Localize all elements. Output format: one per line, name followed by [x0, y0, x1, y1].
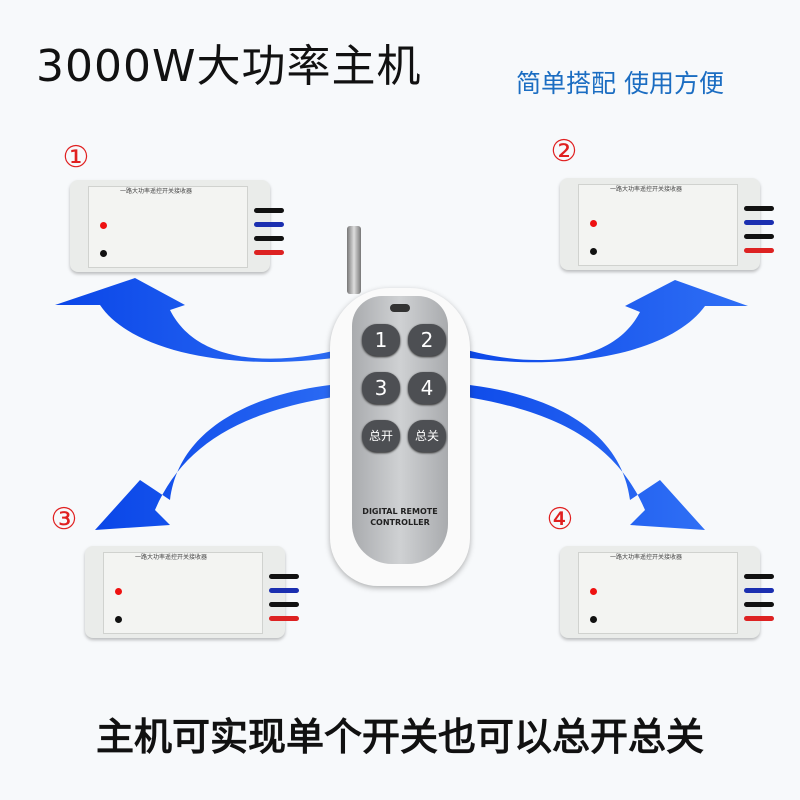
remote-control: 1 2 3 4 总开 总关 DIGITAL REMOTE CONTROLLER: [330, 288, 470, 586]
headline: 3000W大功率主机: [36, 41, 422, 92]
button-black: [115, 616, 122, 623]
receiver-1: 一路大功率遥控开关接收器: [70, 180, 284, 272]
subheadline: 简单搭配 使用方便: [516, 69, 724, 98]
button-black: [100, 250, 107, 257]
brand-line-1: DIGITAL REMOTE: [362, 507, 438, 516]
receiver-label: 一路大功率遥控开关接收器: [610, 186, 683, 193]
arrow-4: [430, 382, 705, 530]
receiver-3: 一路大功率遥控开关接收器: [85, 546, 299, 638]
led-red: [590, 220, 597, 227]
receiver-number-1: ①: [62, 140, 90, 175]
led-red: [100, 222, 107, 229]
receiver-number-4: ④: [546, 502, 574, 537]
receiver-number-2: ②: [550, 134, 578, 169]
led-red: [115, 588, 122, 595]
remote-button-3[interactable]: 3: [362, 372, 400, 404]
antenna: [347, 226, 361, 294]
indicator-led: [390, 304, 410, 312]
remote-panel: 1 2 3 4 总开 总关 DIGITAL REMOTE CONTROLLER: [352, 296, 448, 564]
arrow-2: [450, 280, 748, 363]
led-red: [590, 588, 597, 595]
remote-button-2[interactable]: 2: [408, 324, 446, 356]
remote-button-1[interactable]: 1: [362, 324, 400, 356]
remote-brand: DIGITAL REMOTE CONTROLLER: [352, 506, 448, 528]
arrow-3: [95, 382, 370, 530]
button-black: [590, 248, 597, 255]
brand-line-2: CONTROLLER: [370, 518, 430, 527]
receiver-4: 一路大功率遥控开关接收器: [560, 546, 774, 638]
arrow-1: [55, 278, 355, 362]
button-black: [590, 616, 597, 623]
receiver-2: 一路大功率遥控开关接收器: [560, 178, 774, 270]
receiver-label: 一路大功率遥控开关接收器: [135, 554, 208, 561]
receiver-number-3: ③: [50, 502, 78, 537]
footer-caption: 主机可实现单个开关也可以总开总关: [95, 715, 704, 759]
receiver-label: 一路大功率遥控开关接收器: [120, 188, 193, 195]
remote-button-all-on[interactable]: 总开: [362, 420, 400, 452]
remote-button-all-off[interactable]: 总关: [408, 420, 446, 452]
receiver-label: 一路大功率遥控开关接收器: [610, 554, 683, 561]
remote-button-4[interactable]: 4: [408, 372, 446, 404]
